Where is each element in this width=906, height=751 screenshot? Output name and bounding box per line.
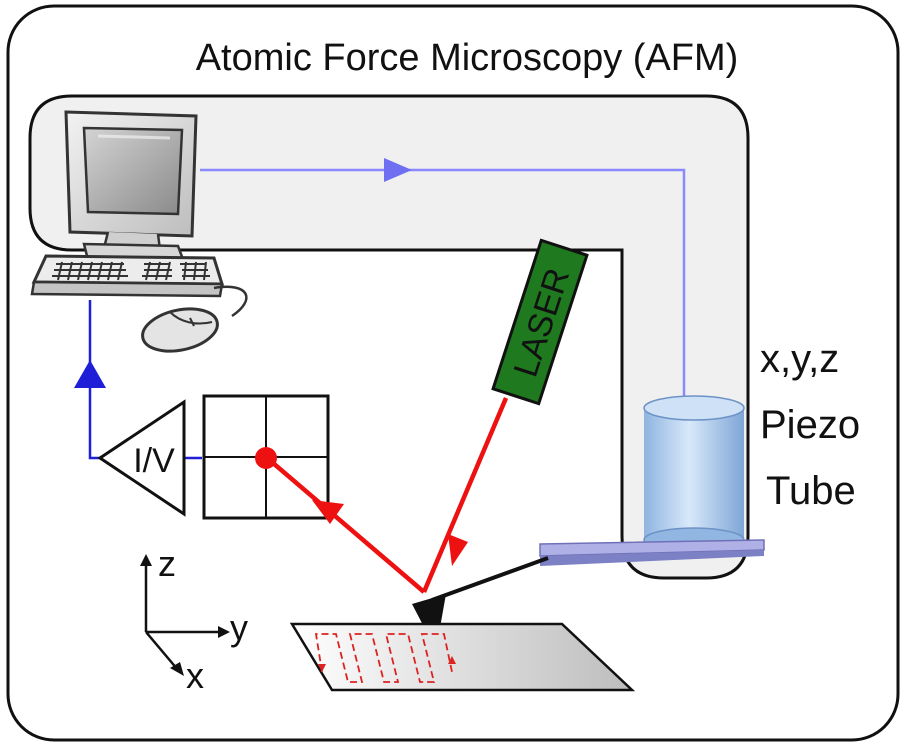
sample-surface <box>289 622 636 692</box>
computer-monitor-icon <box>64 110 198 264</box>
signal-arrow <box>74 360 106 388</box>
piezo-label-xyz: x,y,z <box>760 337 839 381</box>
laser-beam <box>264 397 509 594</box>
keyboard-icon <box>30 254 225 298</box>
laser-spot <box>255 447 277 469</box>
scan-path <box>314 633 453 683</box>
laser-arrow-reflected <box>312 500 344 524</box>
feedback-arrow <box>384 158 412 182</box>
axis-z-label: z <box>158 543 176 584</box>
feedback-line <box>200 168 686 410</box>
piezo-label-piezo: Piezo <box>760 403 860 447</box>
mouse-icon <box>141 285 248 353</box>
instrument-panel <box>28 94 750 580</box>
piezo-tube <box>643 395 745 553</box>
coordinate-axes <box>144 562 222 671</box>
iv-amplifier <box>97 399 186 517</box>
diagram-title: Atomic Force Microscopy (AFM) <box>196 37 739 79</box>
cantilever-arm <box>431 556 549 602</box>
axis-x-label: x <box>186 655 204 696</box>
piezo-label-tube: Tube <box>766 469 856 513</box>
laser-arrow-incident <box>448 534 468 566</box>
iv-label: I/V <box>133 442 175 480</box>
axis-y-label: y <box>230 607 248 648</box>
